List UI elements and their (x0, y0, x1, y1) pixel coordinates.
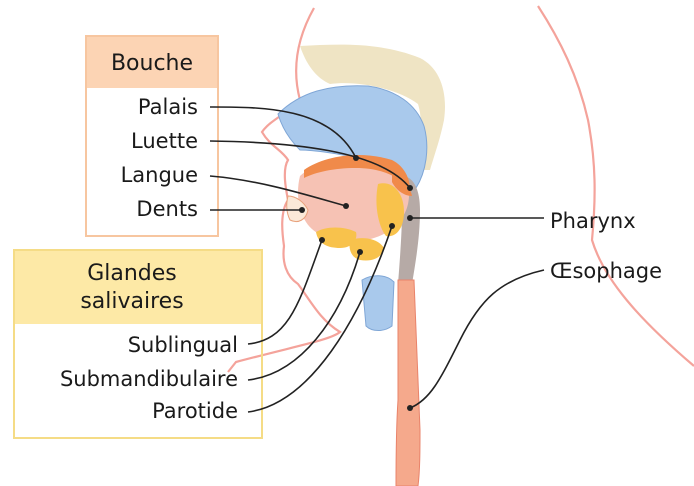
label-pharynx: Pharynx (550, 209, 636, 233)
label-sublingual: Sublingual (128, 333, 238, 357)
glands-group-title-line1: Glandes (87, 261, 177, 286)
leader-oesophagus (410, 270, 544, 408)
leader-sublingual-dot (319, 237, 325, 243)
leader-pharynx-dot (407, 215, 413, 221)
mouth-group-title: Bouche (111, 51, 193, 76)
leader-teeth-dot (299, 207, 305, 213)
head-illustration (228, 6, 694, 486)
leader-uvula-dot (407, 185, 413, 191)
label-teeth: Dents (136, 197, 198, 221)
leader-submandibular-dot (357, 249, 363, 255)
leader-oesophagus-dot (407, 405, 413, 411)
leader-submandibular (248, 252, 360, 380)
leader-parotid-dot (389, 223, 395, 229)
leader-tongue-dot (343, 203, 349, 209)
label-uvula: Luette (131, 129, 198, 153)
glands-group-title-line2: salivaires (80, 289, 183, 314)
label-palate: Palais (138, 95, 198, 119)
trachea-shape (362, 276, 394, 331)
submandibular-gland-shape (349, 238, 384, 260)
label-tongue: Langue (121, 163, 198, 187)
oesophagus-shape (396, 280, 420, 486)
label-submandibular: Submandibulaire (60, 367, 238, 391)
label-oesophagus: Œsophage (550, 259, 662, 283)
neck-back-outline (538, 6, 694, 366)
label-parotid: Parotide (152, 399, 238, 423)
